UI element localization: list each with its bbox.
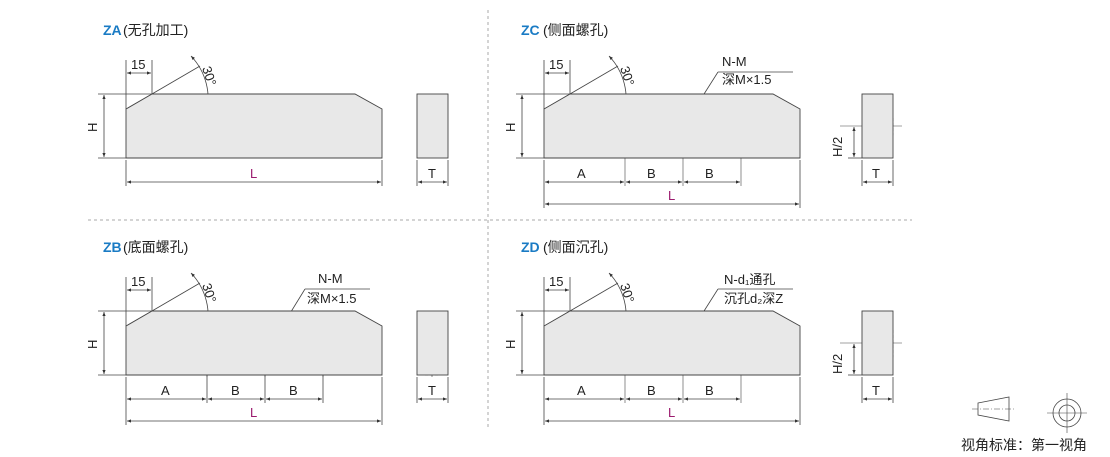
panel-description: (侧面螺孔) [543, 22, 608, 38]
callout-line-1: N-d₁通孔 [724, 272, 775, 287]
dim-thickness: T [872, 166, 880, 181]
dim-height: H [503, 123, 518, 132]
dim-thickness: T [872, 383, 880, 398]
dim-half-height: H/2 [830, 354, 845, 374]
projection-symbol: 视角标准：第一视角 [961, 393, 1087, 453]
callout-line-1: N-M [722, 54, 747, 69]
dim-b: B [231, 383, 240, 398]
block-side-view [861, 93, 894, 159]
panel-description: (侧面沉孔) [543, 239, 608, 255]
callout-line-1: N-M [318, 271, 343, 286]
callout-line-2: 沉孔d₂深Z [724, 291, 783, 306]
dim-angle: 30° [617, 64, 637, 87]
block-front-view [543, 310, 801, 376]
dim-b: B [705, 166, 714, 181]
panel-description: (底面螺孔) [123, 239, 188, 255]
dim-angle: 30° [199, 64, 219, 87]
dim-height: H [85, 340, 100, 349]
panel-zd: ZD (侧面沉孔) 15 30° H A B B L T H/2 N-d₁通孔 … [503, 239, 902, 425]
panel-zb: ZB (底面螺孔) 15 30° H A B B L T N-M 深M×1.5 [85, 239, 449, 425]
dim-15: 15 [131, 57, 145, 72]
chamfer-extension [151, 65, 201, 95]
dim-15: 15 [549, 274, 563, 289]
dim-half-height: H/2 [830, 137, 845, 157]
block-front-view [125, 93, 383, 159]
dim-b: B [647, 166, 656, 181]
dim-15: 15 [131, 274, 145, 289]
truncated-cone-icon [977, 396, 1010, 422]
block-front-view [543, 93, 801, 159]
block-side-view [416, 93, 449, 159]
projection-label: 视角标准：第一视角 [961, 437, 1087, 453]
dim-thickness: T [428, 166, 436, 181]
dim-length: L [250, 166, 257, 181]
chamfer-extension [569, 282, 619, 312]
block-side-view [861, 310, 894, 376]
panel-code: ZD [521, 239, 540, 255]
dim-thickness: T [428, 383, 436, 398]
dim-a: A [577, 166, 586, 181]
dim-b: B [705, 383, 714, 398]
chamfer-extension [569, 65, 619, 95]
dim-height: H [503, 340, 518, 349]
dim-length: L [668, 188, 675, 203]
dim-15: 15 [549, 57, 563, 72]
panel-za: ZA (无孔加工) 15 30° H L T [85, 22, 449, 186]
dim-b: B [289, 383, 298, 398]
dim-angle: 30° [199, 281, 219, 304]
block-side-view [416, 310, 449, 376]
panel-code: ZC [521, 22, 540, 38]
dim-angle: 30° [617, 281, 637, 304]
dim-length: L [668, 405, 675, 420]
panel-description: (无孔加工) [123, 22, 188, 38]
dim-height: H [85, 123, 100, 132]
dim-a: A [161, 383, 170, 398]
panel-code: ZA [103, 22, 122, 38]
dim-a: A [577, 383, 586, 398]
callout-line-2: 深M×1.5 [307, 291, 357, 306]
block-front-view [125, 310, 383, 376]
dim-b: B [647, 383, 656, 398]
panel-code: ZB [103, 239, 122, 255]
dim-length: L [250, 405, 257, 420]
chamfer-extension [151, 282, 201, 312]
panel-zc: ZC (侧面螺孔) 15 30° H A B B L T H/2 N-M 深M×… [503, 22, 902, 208]
callout-line-2: 深M×1.5 [722, 72, 772, 87]
